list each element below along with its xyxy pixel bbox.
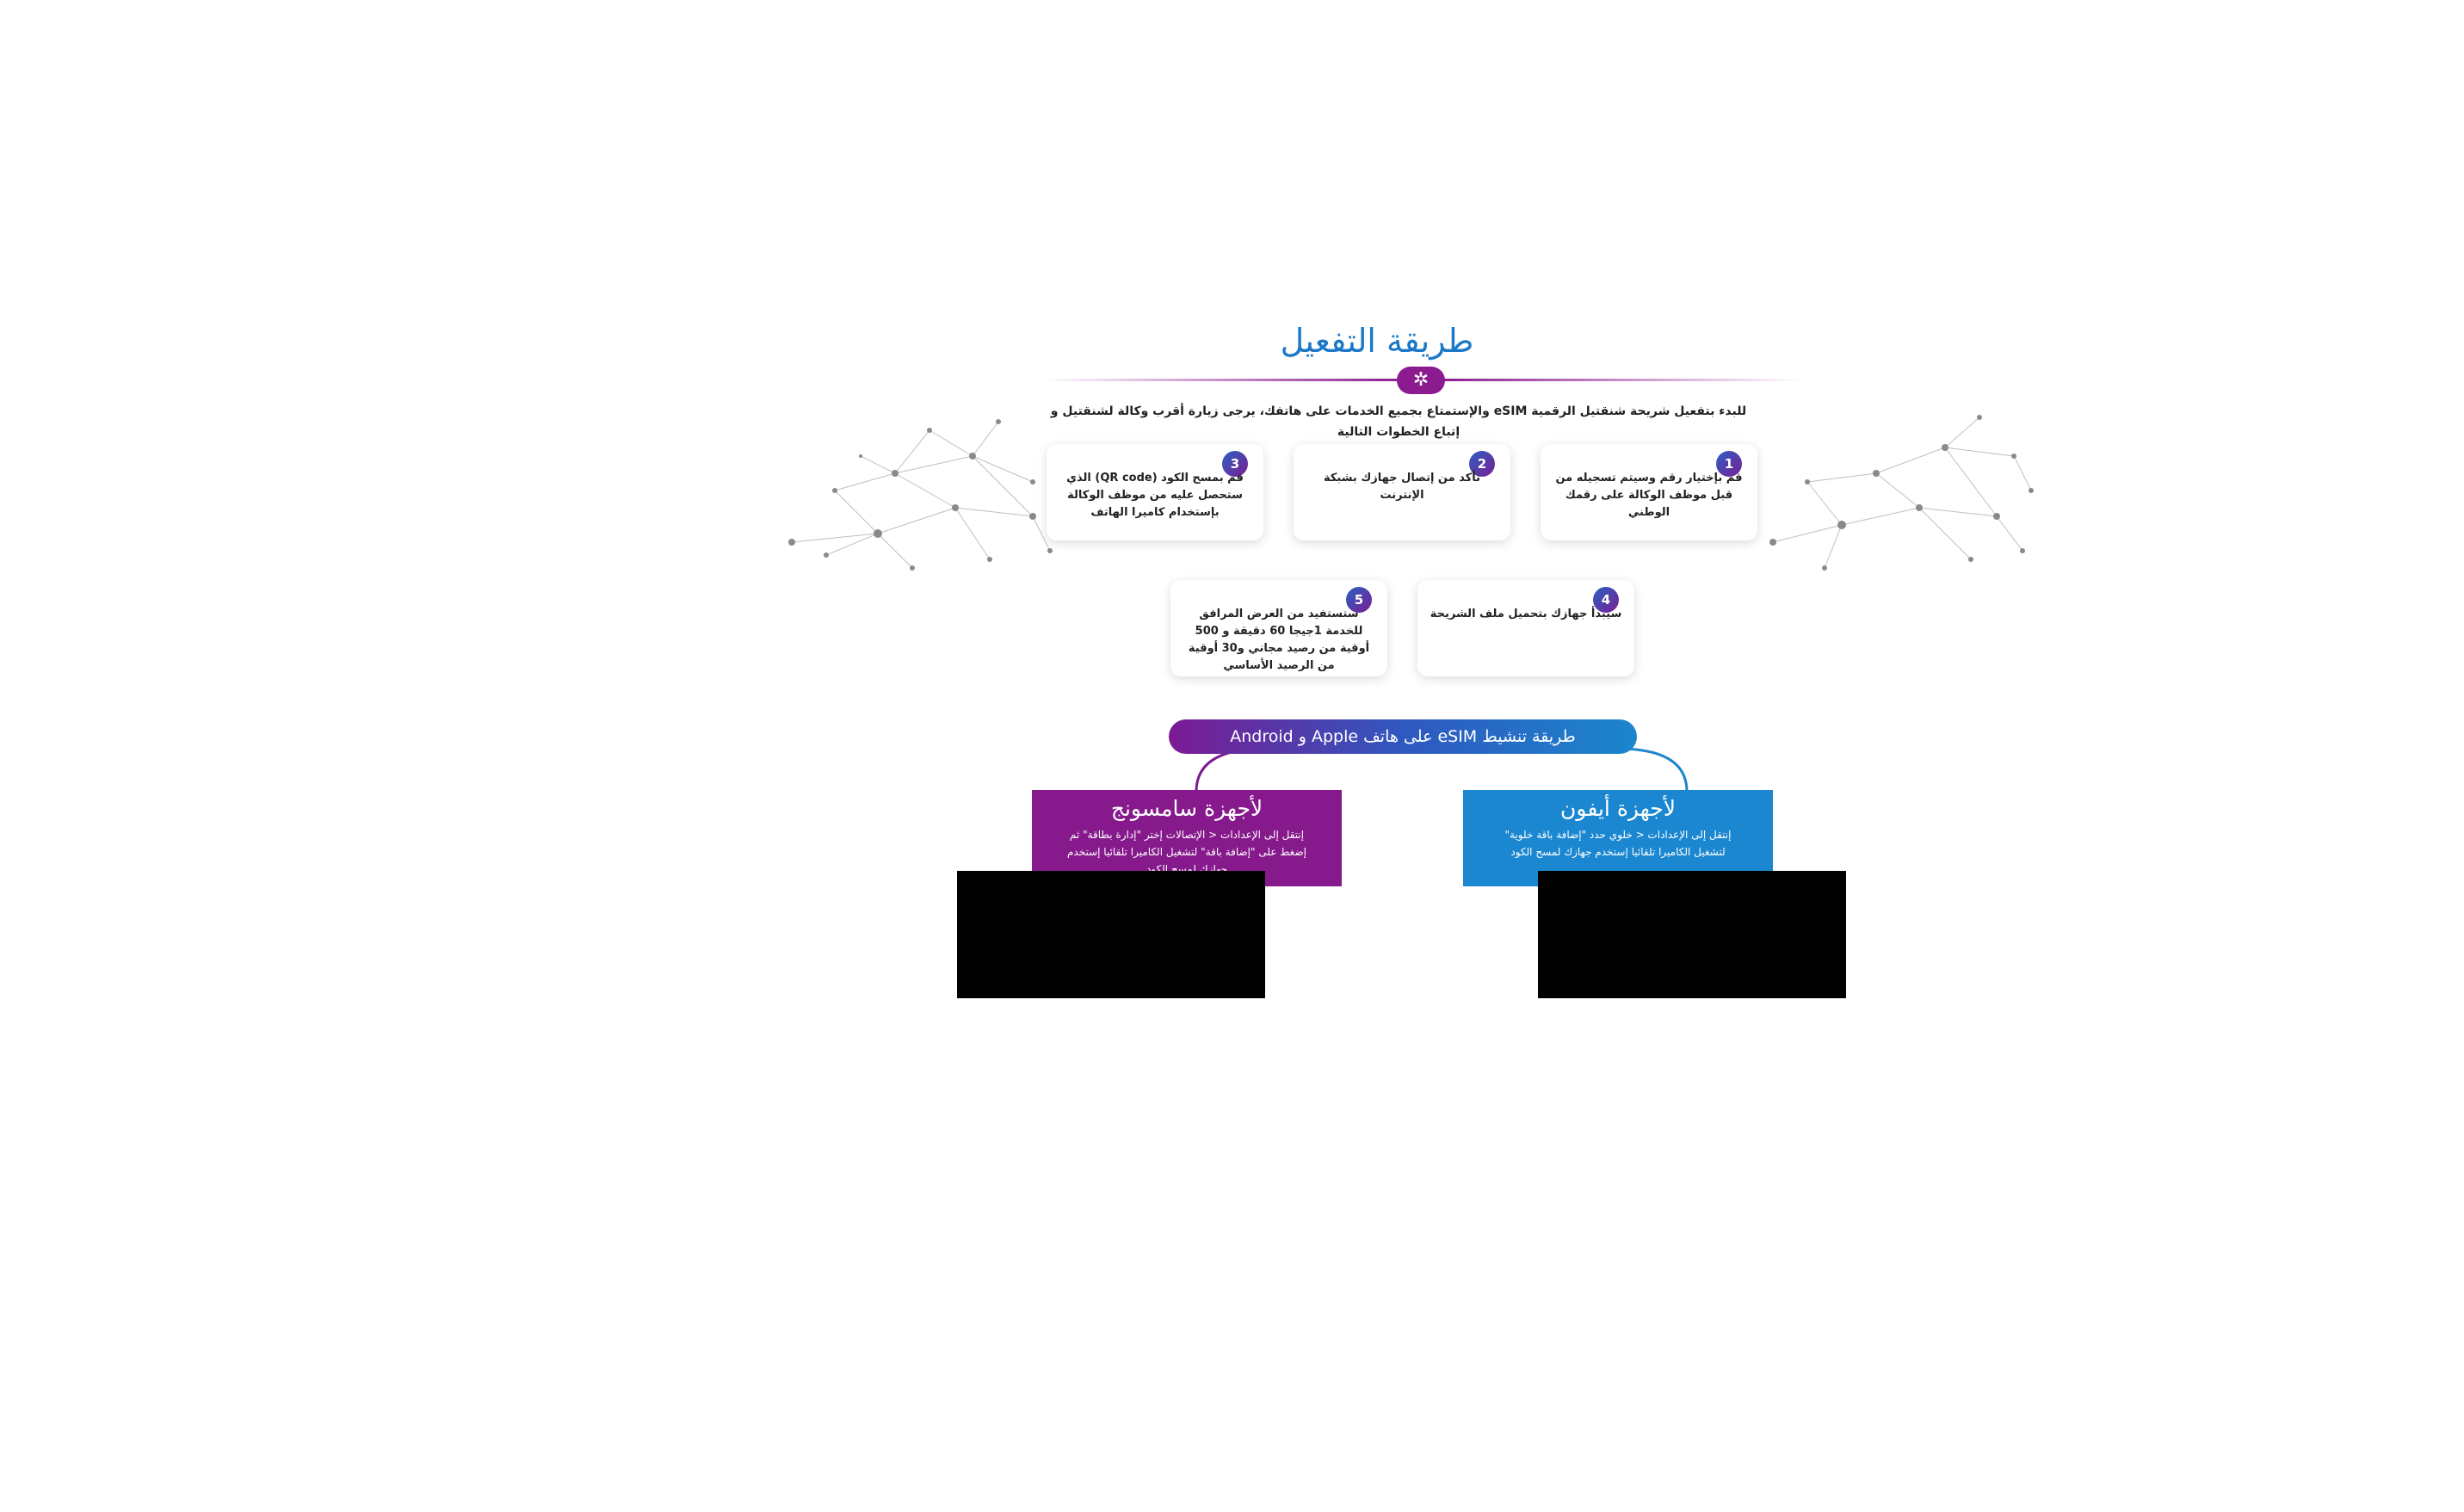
page-title: طريقة التفعيل [1280, 322, 1474, 360]
step-number-4: 4 [1593, 587, 1619, 613]
samsung-title: لأجهزة سامسونج [1110, 796, 1263, 821]
step-text-3: قم بمسح الكود (QR code) الذي ستحصل عليه … [1066, 472, 1244, 519]
step-number-3: 3 [1222, 451, 1248, 477]
title-divider-left [1043, 379, 1405, 381]
intro-text: للبدء بتفعيل شريحة شنقتيل الرقمية eSIM و… [1050, 404, 1747, 439]
title-divider-right [1439, 379, 1800, 381]
step-number-2: 2 [1469, 451, 1495, 477]
network-decoration-right [1769, 415, 2034, 571]
redacted-image-samsung [957, 871, 1265, 998]
step-text-5: ستستفيد من العرض المرافق للخدمة 1جيجا 60… [1188, 608, 1370, 672]
samsung-text: إنتقل إلى الإعدادات < الإتصالات إختر "إد… [1067, 829, 1306, 875]
sparkle-icon: ✲ [1397, 367, 1445, 394]
step-number-1: 1 [1716, 451, 1742, 477]
network-decoration-left [788, 419, 1053, 571]
samsung-box: لأجهزة سامسونج إنتقل إلى الإعدادات < الإ… [1032, 790, 1342, 886]
step-card-3: 3 قم بمسح الكود (QR code) الذي ستحصل علي… [1047, 444, 1263, 540]
step-text-2: تأكد من إتصال جهازك بشبكة الإنترنت [1323, 472, 1481, 502]
iphone-text: إنتقل إلى الإعدادات < خلوي حدد "إضافة با… [1504, 829, 1732, 858]
step-card-4: 4 سيبدأ جهازك بتحميل ملف الشريحة [1417, 580, 1634, 676]
step-card-5: 5 ستستفيد من العرض المرافق للخدمة 1جيجا … [1170, 580, 1387, 676]
step-text-1: قم بإختيار رقم وسيتم تسجيله من قبل موظف … [1555, 472, 1743, 519]
step-card-2: 2 تأكد من إتصال جهازك بشبكة الإنترنت [1294, 444, 1510, 540]
activation-heading: طريقة تنشيط eSIM على هاتف Apple و Androi… [1169, 719, 1637, 754]
iphone-box: لأجهزة أيفون إنتقل إلى الإعدادات < خلوي … [1463, 790, 1773, 886]
redacted-image-iphone [1538, 871, 1846, 998]
step-card-1: 1 قم بإختيار رقم وسيتم تسجيله من قبل موظ… [1541, 444, 1757, 540]
step-text-4: سيبدأ جهازك بتحميل ملف الشريحة [1430, 608, 1622, 620]
iphone-title: لأجهزة أيفون [1560, 796, 1676, 821]
step-number-5: 5 [1346, 587, 1372, 613]
